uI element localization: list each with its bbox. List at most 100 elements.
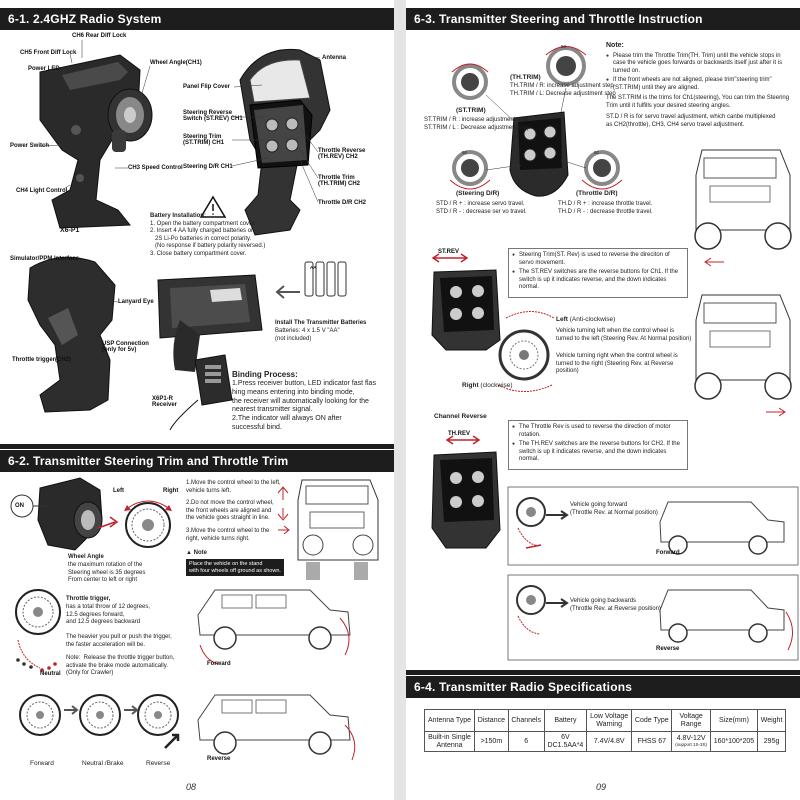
label-lanyard: Lanyard Eye [118, 299, 154, 305]
trim-step-1: 1.Move the control wheel to the left, ve… [186, 480, 281, 494]
label-th-trim: Throttle Trim (TH.TRIM) CH2 [318, 175, 360, 187]
st-rev-item: Steering Trim(ST. Rev) is used to revers… [512, 252, 684, 267]
backward-text: Vehicle going backwards (Throttle Rev. a… [570, 598, 661, 612]
st-rev-item: The ST.REV switches are the reverse butt… [512, 269, 684, 292]
label-panel-flip: Panel Flip Cover [183, 84, 231, 90]
spec-value: FHSS 67 [631, 731, 673, 752]
spec-value: 160*100*205 [709, 731, 759, 752]
right-title-text: Right [462, 382, 479, 389]
section-separator [0, 444, 394, 449]
specs-value-row: Built-in Single Antenna >150m 6 6V DC1.5… [423, 731, 786, 752]
voltage-note: (support 1S-3S) [675, 741, 707, 747]
th-dr-line: TH.D / R - : decrease throttle travel. [558, 209, 653, 215]
st-dr-line: STD / R - : decrease ser vo travel. [436, 209, 527, 215]
brake-note: Note: Release the throttle trigger butto… [66, 655, 175, 676]
spec-header: Code Type [631, 709, 673, 732]
st-trim-line: ST.TRIM / R : increase adjustment step [424, 117, 529, 123]
trim-note-text: Place the vehicle on the stand with four… [186, 559, 284, 577]
label-antenna: Antenna [322, 55, 346, 61]
battery-installation: Battery Installation: 1. Open the batter… [150, 213, 300, 258]
th-trim-line: TH.TRIM / R: increase adjustment step [510, 83, 614, 89]
th-rev-box: The Throttle Rev is used to reverse the … [508, 420, 688, 470]
note-list: Please trim the Throttle Trim(TH. Trim) … [606, 53, 794, 93]
battery-step: 3. Close battery compartment cover. [150, 250, 247, 257]
spec-header: Low Voltage Warning [586, 709, 633, 732]
label-power-led: Power LED [28, 66, 60, 72]
reverse-label: Reverse [207, 756, 231, 762]
warning-icon: ▲ [186, 550, 194, 556]
reverse-label-right: Reverse [656, 646, 680, 652]
section-separator [406, 670, 800, 675]
spec-value: 6 [507, 731, 545, 752]
trim-description: The ST.TRIM is the trims for Ch1(steerin… [606, 95, 790, 109]
neutral-label: Neutral [40, 671, 61, 677]
th-trim-line: TH.TRIM / L: Decrease adjustment step [510, 91, 616, 97]
spec-value: Built-in Single Antenna [423, 731, 476, 752]
label-ch5: CH5 Front Diff Lock [20, 50, 77, 56]
spec-header: Voltage Range [671, 709, 711, 732]
page-gutter [394, 0, 406, 800]
section-6-2-title: 6-2. Transmitter Steering Trim and Throt… [0, 450, 394, 472]
spec-header: Distance [474, 709, 509, 732]
label-throttle-trigger: Throttle trigger(CH2) [12, 357, 71, 363]
channel-reverse-title: Channel Reverse [434, 413, 487, 420]
note-item: Please trim the Throttle Trim(TH. Trim) … [606, 53, 794, 76]
spec-header: Size(mm) [709, 709, 759, 732]
label-usb: USP Connection (only for 5v) [102, 341, 149, 353]
st-trim-line: ST.TRIM / L : Decrease adjustment step [424, 125, 531, 131]
spec-header: Battery [543, 709, 588, 732]
dial-label-forward: Forward [30, 760, 54, 767]
dial-tick-st-dr: 50 [462, 150, 468, 155]
throttle-trigger-text: has a total throw of 12 degrees, 12.5 de… [66, 604, 151, 625]
dial-tick-top: 50 [561, 44, 567, 49]
left-title-text: Left [556, 316, 568, 323]
label-st-rev: Steering Reverse Switch (ST.REV) CH1 [183, 110, 243, 122]
trim-note-title: ▲ Note [186, 550, 207, 558]
right-sub: (clockwise) [480, 382, 513, 389]
spec-value: >150m [474, 731, 509, 752]
forward-label-right: Forward [656, 550, 680, 556]
th-rev-label: TH.REV [448, 431, 471, 437]
forward-label: Forward [207, 661, 231, 667]
spec-value: 7.4V/4.8V [586, 731, 633, 752]
label-sim: Simulator/PPM Interface [10, 256, 80, 262]
label-ch4: CH4 Light Control [16, 188, 68, 194]
spec-value: 4.8V-12V [676, 735, 706, 743]
left-sub: (Anti-clockwise) [569, 316, 616, 323]
battery-installation-title: Battery Installation: [150, 213, 207, 219]
trim-note-title-text: Note [193, 550, 207, 556]
note-item: If the front wheels are not aligned, ple… [606, 77, 794, 92]
label-power-switch: Power Switch [10, 143, 50, 149]
section-6-3-title: 6-3. Transmitter Steering and Throttle I… [406, 8, 800, 30]
label-th-dr: Throttle D/R CH2 [318, 200, 366, 206]
install-batteries-title: Install The Transmitter Batteries [275, 320, 367, 326]
page-number-left: 08 [186, 782, 197, 792]
spec-value: 6V DC1.5AA*4 [543, 731, 588, 752]
wheel-right-label: Right [163, 488, 179, 494]
page-number-right: 09 [596, 782, 607, 792]
label-st-trim: Steering Trim (ST.TRIM) CH1 [183, 134, 224, 146]
binding-text: 1.Press receiver button, LED indicator f… [232, 380, 376, 431]
left-title: Left (Anti-clockwise) [556, 316, 615, 324]
trim-step-3: 3.Move the control wheel to the right, v… [186, 528, 270, 542]
dial-label-neutral: Neutral /Brake [82, 760, 124, 767]
battery-step: 1. Open the battery compartment cover. [150, 220, 256, 227]
left-text-2: Vehicle turning right when the control w… [556, 353, 678, 374]
th-dr-line: TH.D / R + : increase throttle travel. [558, 201, 653, 207]
th-rev-list: The Throttle Rev is used to reverse the … [512, 424, 684, 464]
note-box: Note: Please trim the Throttle Trim(TH. … [606, 42, 794, 129]
label-ch6: CH6 Rear Diff Lock [72, 33, 127, 39]
left-page: 6-1. 2.4GHZ Radio System [0, 0, 394, 800]
st-rev-list: Steering Trim(ST. Rev) is used to revers… [512, 252, 684, 292]
steering-illustrations [431, 46, 799, 661]
battery-step: (No response if battery polarity reverse… [150, 243, 266, 249]
label-th-rev: Throttle Reverse (TH.REV) CH2 [318, 148, 366, 160]
spec-header: Weight [757, 709, 786, 732]
st-trim-title: (ST.TRIM) [456, 107, 486, 114]
label-wheel-angle: Wheel Angle(CH1) [150, 60, 202, 66]
label-x6p1: X6-P1 [60, 227, 80, 234]
st-dr-line: STD / R + : increase servo travel. [436, 201, 525, 207]
spec-header: Channels [507, 709, 545, 732]
specs-header-row: Antenna Type Distance Channels Battery L… [423, 709, 786, 732]
spec-value: 295g [757, 731, 786, 752]
